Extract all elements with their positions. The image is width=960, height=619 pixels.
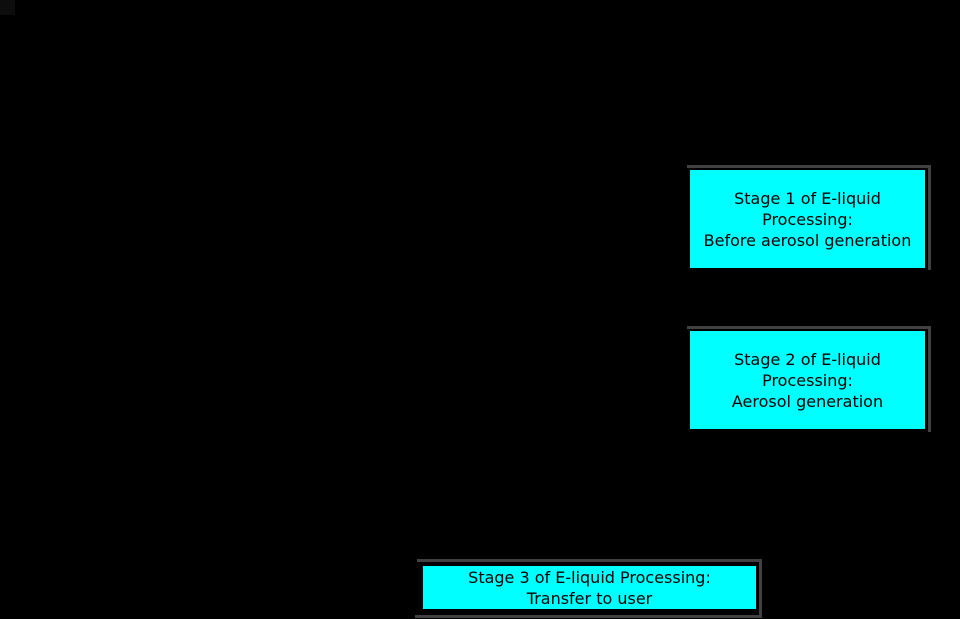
corner-artifact (0, 0, 15, 15)
stage-2-shadow-top-line (687, 326, 931, 329)
node-stage-1: Stage 1 of E-liquid Processing: Before a… (690, 170, 925, 268)
cutoff-node-shadow-top-line (415, 615, 762, 618)
node-stage-2: Stage 2 of E-liquid Processing: Aerosol … (690, 331, 925, 429)
node-stage-1-line-1: Stage 1 of E-liquid (734, 188, 881, 208)
stage-3-shadow-right-line (759, 559, 762, 618)
stage-2-shadow-right-line (928, 326, 931, 432)
node-stage-1-line-3: Before aerosol generation (703, 230, 912, 250)
node-stage-3-line-1: Stage 3 of E-liquid Processing: (468, 567, 711, 587)
node-stage-3: Stage 3 of E-liquid Processing: Transfer… (423, 566, 756, 609)
node-stage-2-line-3: Aerosol generation (731, 391, 884, 411)
node-stage-1-line-2: Processing: (762, 209, 853, 229)
stage-3-shadow-top-line (417, 559, 762, 562)
node-stage-2-line-1: Stage 2 of E-liquid (734, 349, 881, 369)
stage-1-shadow-top-line (687, 165, 931, 168)
node-stage-2-line-2: Processing: (762, 370, 853, 390)
node-stage-3-line-2: Transfer to user (526, 588, 653, 608)
stage-1-shadow-right-line (928, 165, 931, 270)
